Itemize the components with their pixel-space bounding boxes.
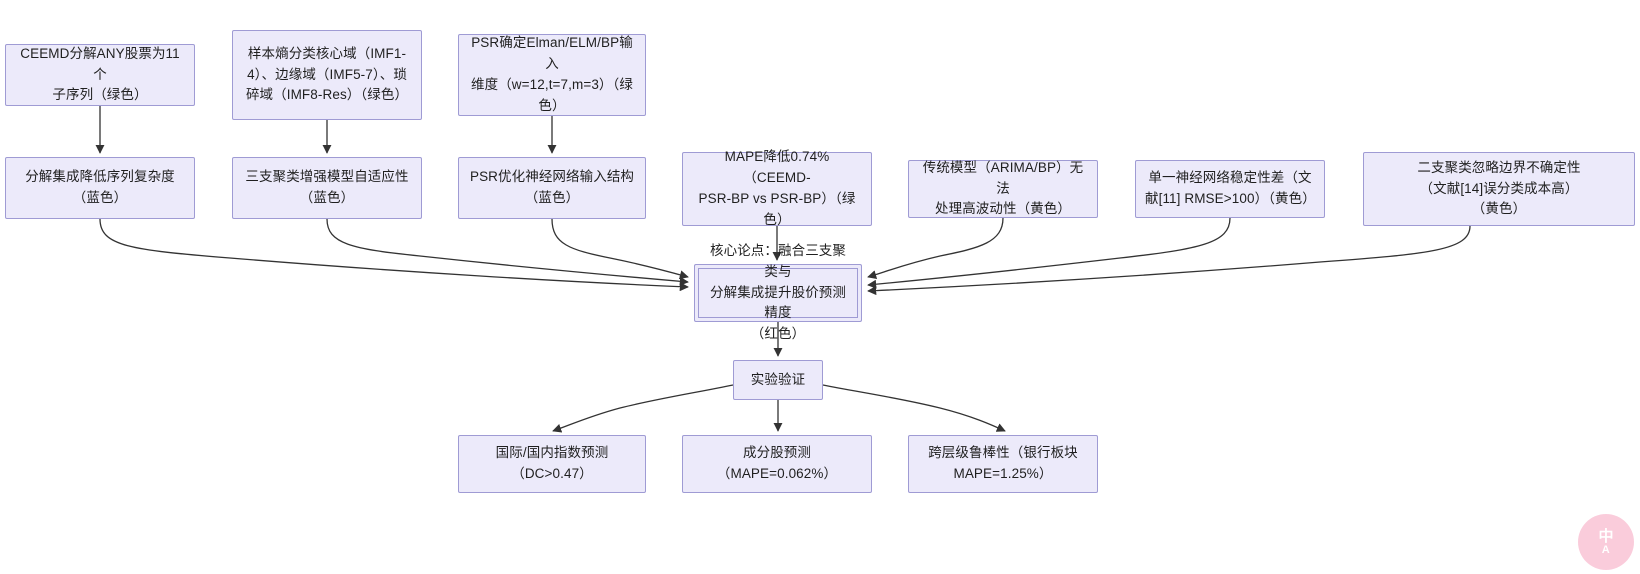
edge-n9-core: [867, 217, 1231, 289]
node-label: 跨层级鲁棒性（银行板块 MAPE=1.25%）: [928, 445, 1078, 481]
node-mape-reduction[interactable]: MAPE降低0.74%（CEEMD- PSR-BP vs PSR-BP）（绿 色…: [682, 149, 872, 227]
node-label: 三支聚类增强模型自适应性 （蓝色）: [245, 169, 409, 205]
edge-n10-core: [867, 225, 1471, 296]
node-decomposition-reduces-complexity[interactable]: 分解集成降低序列复杂度 （蓝色）: [5, 157, 195, 219]
edge-n8-core: [867, 217, 1004, 280]
node-single-network-instability[interactable]: 单一神经网络稳定性差（文 献[11] RMSE>100）（黄色）: [1135, 160, 1325, 218]
node-label: 实验验证: [750, 371, 806, 387]
node-label: PSR优化神经网络输入结构 （蓝色）: [469, 169, 635, 205]
node-label: CEEMD分解ANY股票为11个 子序列（绿色）: [20, 45, 180, 103]
node-label: PSR确定Elman/ELM/BP输入 维度（w=12,t=7,m=3）（绿 色…: [471, 35, 633, 113]
watermark-line-1: 中: [1598, 527, 1614, 545]
edge-verify-r1: [552, 384, 734, 433]
node-sample-entropy-classification[interactable]: 样本熵分类核心域（IMF1- 4）、边缘域（IMF5-7）、琐 碎域（IMF8-…: [232, 30, 422, 120]
edge-n4-core: [99, 218, 689, 292]
node-psr-input-dimension[interactable]: PSR确定Elman/ELM/BP输入 维度（w=12,t=7,m=3）（绿 色…: [458, 34, 646, 116]
node-label: 国际/国内指数预测 （DC>0.47）: [495, 445, 609, 481]
node-two-way-clustering-limitation[interactable]: 二支聚类忽略边界不确定性 （文献[14]误分类成本高） （黄色）: [1363, 152, 1635, 226]
node-label: 分解集成降低序列复杂度 （蓝色）: [25, 169, 175, 205]
node-experimental-verification[interactable]: 实验验证: [733, 360, 823, 400]
edge-n6-core: [551, 218, 689, 280]
node-result-cross-level-robustness[interactable]: 跨层级鲁棒性（银行板块 MAPE=1.25%）: [908, 435, 1098, 493]
node-label: 样本熵分类核心域（IMF1- 4）、边缘域（IMF5-7）、琐 碎域（IMF8-…: [245, 45, 409, 103]
node-core-thesis[interactable]: 核心论点：融合三支聚类与 分解集成提升股价预测精度 （红色）: [694, 243, 862, 341]
node-result-index-prediction[interactable]: 国际/国内指数预测 （DC>0.47）: [458, 435, 646, 493]
node-label: 核心论点：融合三支聚类与 分解集成提升股价预测精度 （红色）: [710, 242, 846, 342]
watermark-badge: 中 A: [1578, 514, 1634, 570]
node-traditional-model-limitation[interactable]: 传统模型（ARIMA/BP）无法 处理高波动性（黄色）: [908, 160, 1098, 218]
node-label: 传统模型（ARIMA/BP）无法 处理高波动性（黄色）: [922, 159, 1084, 217]
node-psr-optimizes-network-input[interactable]: PSR优化神经网络输入结构 （蓝色）: [458, 157, 646, 219]
edge-n5-core: [326, 218, 689, 286]
watermark-line-2: A: [1601, 543, 1611, 556]
node-label: 成分股预测 （MAPE=0.062%）: [716, 445, 838, 481]
node-result-constituent-stock-prediction[interactable]: 成分股预测 （MAPE=0.062%）: [682, 435, 872, 493]
node-ceemd-decomposition[interactable]: CEEMD分解ANY股票为11个 子序列（绿色）: [5, 44, 195, 106]
node-label: MAPE降低0.74%（CEEMD- PSR-BP vs PSR-BP）（绿 色…: [698, 149, 856, 227]
node-label: 单一神经网络稳定性差（文 献[11] RMSE>100）（黄色）: [1145, 170, 1316, 206]
edge-verify-r3: [822, 384, 1006, 432]
node-three-way-clustering-adaptivity[interactable]: 三支聚类增强模型自适应性 （蓝色）: [232, 157, 422, 219]
node-label: 二支聚类忽略边界不确定性 （文献[14]误分类成本高） （黄色）: [1417, 159, 1581, 217]
